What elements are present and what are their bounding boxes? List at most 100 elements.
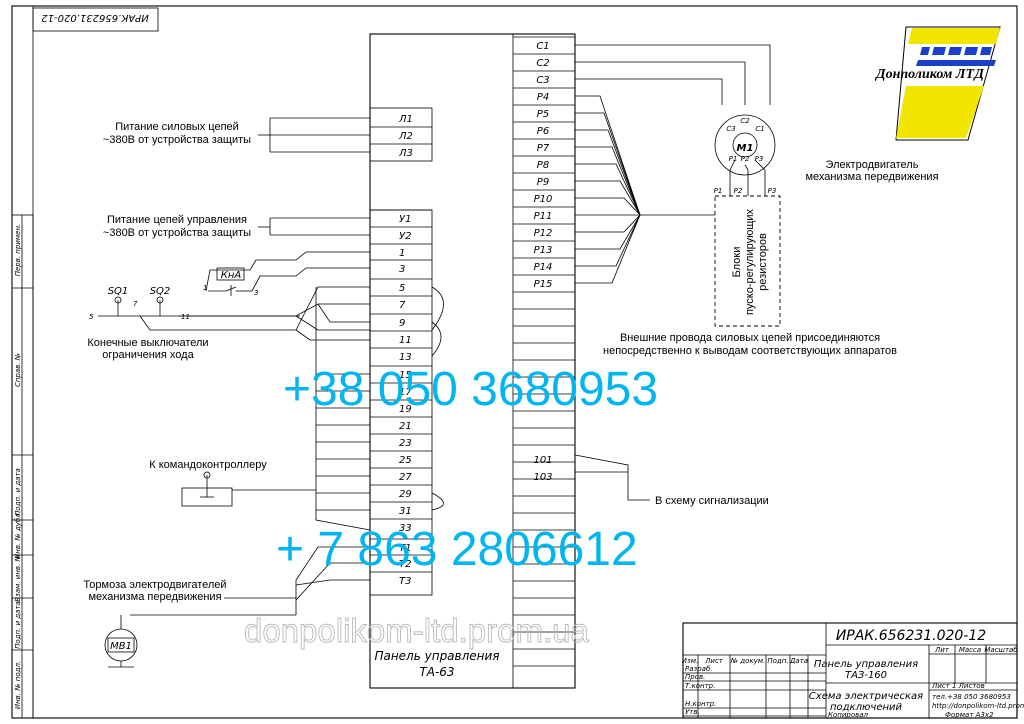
title-row-label: Н.контр. bbox=[685, 700, 716, 708]
title-row-label: Разраб. bbox=[685, 665, 713, 673]
title-lit-header: Лит bbox=[934, 646, 950, 654]
panel-name-line2: ТА-63 bbox=[419, 665, 454, 679]
left-terminal-label: Л3 bbox=[398, 148, 413, 159]
resistor-terminal: Р1 bbox=[714, 187, 723, 195]
margin-field-label: Инв. № дубл. bbox=[14, 511, 22, 559]
left-terminal-label: 23 bbox=[399, 438, 412, 449]
brake-designation: МВ1 bbox=[110, 641, 132, 652]
title-mass-header: Масса bbox=[959, 646, 981, 654]
left-terminal-label: 1 bbox=[399, 248, 405, 259]
control-panel: Панель управления ТА-63 bbox=[369, 33, 576, 689]
left-terminal-label: 3 bbox=[399, 264, 405, 275]
right-terminal-label: Р11 bbox=[534, 211, 553, 222]
controller-label: К командоконтроллеру bbox=[149, 459, 267, 471]
right-terminal-label: С3 bbox=[536, 75, 549, 86]
title-scale-header: Масштаб bbox=[984, 646, 1018, 654]
margin-field-label: Перв. примен. bbox=[14, 224, 22, 277]
right-terminal-label: Р12 bbox=[534, 228, 553, 239]
limit-switches-label-2: ограничения хода bbox=[102, 349, 194, 361]
phone-overlay-2: + 7 863 2806612 bbox=[276, 523, 638, 576]
resistor-terminal: Р3 bbox=[768, 187, 777, 195]
left-terminal-label: 9 bbox=[399, 318, 405, 329]
right-wiring bbox=[574, 44, 781, 501]
left-terminal-label: 5 bbox=[399, 283, 405, 294]
limit-switches-label: Конечные выключатели bbox=[87, 337, 208, 349]
title-format: Формат А3х2 bbox=[945, 711, 994, 719]
signaling-label: В схему сигнализации bbox=[655, 495, 769, 507]
kna-pin: 1 bbox=[203, 284, 207, 292]
resistor-label-3: резисторов bbox=[757, 233, 769, 291]
left-terminal-label: Л2 bbox=[398, 131, 413, 142]
motor-rotor-terminal: Р2 bbox=[741, 155, 750, 163]
left-terminal-label: Т1 bbox=[399, 543, 411, 554]
right-terminal-label: С1 bbox=[536, 41, 549, 52]
right-terminal-label: Р4 bbox=[537, 92, 549, 103]
doc-code-rotated: ИРАК.656231.020-12 bbox=[41, 12, 148, 23]
sq-pin: 5 bbox=[89, 313, 94, 321]
title-doc-2: подключений bbox=[830, 702, 903, 713]
motor-label-2: механизма передвижения bbox=[805, 171, 938, 183]
title-designation: ИРАК.656231.020-12 bbox=[836, 628, 986, 644]
margin-field-label: Подп. и дата bbox=[14, 468, 22, 516]
left-terminal-label: 29 bbox=[399, 489, 412, 500]
right-terminal-label: 103 bbox=[533, 472, 552, 483]
left-terminal-label: 11 bbox=[399, 335, 412, 346]
right-terminal-label: Р6 bbox=[537, 126, 549, 137]
sq-pin: 11 bbox=[181, 313, 190, 321]
left-terminal-label: 7 bbox=[399, 300, 406, 311]
motor-rotor-terminal: Р1 bbox=[729, 155, 738, 163]
left-terminal-label: Т2 bbox=[399, 559, 411, 570]
left-wiring bbox=[98, 117, 444, 668]
margin-field-label: Подп. и дата bbox=[14, 601, 22, 649]
title-col-header: Подп. bbox=[767, 657, 788, 665]
brakes-label-2: механизма передвижения bbox=[88, 591, 221, 603]
left-terminal-label: 13 bbox=[399, 352, 412, 363]
command-controller-symbol bbox=[181, 471, 233, 507]
right-terminal-label: Р10 bbox=[534, 194, 553, 205]
kna-pin: 3 bbox=[254, 289, 258, 297]
phone-overlay-1: +38 050 3680953 bbox=[283, 363, 658, 416]
margin-field-label: Справ. № bbox=[14, 353, 22, 387]
kna-designation: КнА bbox=[221, 270, 242, 281]
title-row-label: Утв. bbox=[685, 708, 700, 716]
title-col-header: Лист bbox=[704, 657, 724, 665]
title-col-header: Дата bbox=[789, 657, 808, 665]
left-terminal-label: 31 bbox=[399, 506, 412, 517]
panel-name-line1: Панель управления bbox=[374, 649, 499, 663]
resistor-label-2: пуско-регулирующих bbox=[744, 208, 756, 315]
left-terminal-label: Т3 bbox=[399, 576, 411, 587]
motor-rotor-terminal: Р3 bbox=[755, 155, 764, 163]
resistor-label: Блоки bbox=[731, 247, 743, 278]
left-terminal-label: 27 bbox=[399, 472, 412, 483]
site-watermark: donpolikom-ltd.prom.ua bbox=[244, 612, 589, 649]
right-terminal-label: Р8 bbox=[537, 160, 549, 171]
resistor-block bbox=[714, 195, 781, 327]
external-wires-note-2: непосредственно к выводам соответствующи… bbox=[603, 345, 897, 357]
right-terminal-label: 101 bbox=[533, 455, 552, 466]
left-terminal-label: 15 bbox=[399, 370, 412, 381]
right-terminal-label: Р14 bbox=[534, 262, 553, 273]
title-site: http://donpolikom-ltd.prom.ua/ bbox=[932, 702, 1024, 710]
resistor-terminal: Р2 bbox=[734, 187, 743, 195]
left-terminal-label: У1 bbox=[399, 214, 411, 225]
company-logo: Донполиком ЛТД bbox=[874, 26, 1001, 141]
power-circuits-label: Питание силовых цепей bbox=[115, 121, 239, 133]
brake-symbol bbox=[104, 615, 138, 668]
title-product: Панель управления bbox=[814, 659, 918, 670]
left-terminal-label: 17 bbox=[399, 387, 412, 398]
sq2-designation: SQ2 bbox=[150, 286, 171, 297]
sq-pin: 7 bbox=[133, 300, 138, 308]
motor-stator-terminal: С3 bbox=[726, 125, 735, 133]
right-terminal-label: Р7 bbox=[537, 143, 550, 154]
right-terminal-label: Р5 bbox=[537, 109, 549, 120]
control-circuits-label: Питание цепей управления bbox=[107, 214, 247, 226]
left-terminal-label: У2 bbox=[399, 231, 411, 242]
margin-field-label: Взам. инв. № bbox=[14, 554, 22, 602]
left-terminal-label: 25 bbox=[399, 455, 412, 466]
left-terminal-label: 33 bbox=[399, 523, 412, 534]
title-col-header: Изм. bbox=[682, 657, 698, 665]
control-circuits-label-2: ~380В от устройства защиты bbox=[103, 227, 251, 239]
right-terminal-label: С2 bbox=[536, 58, 549, 69]
right-terminal-label: Р15 bbox=[534, 279, 553, 290]
